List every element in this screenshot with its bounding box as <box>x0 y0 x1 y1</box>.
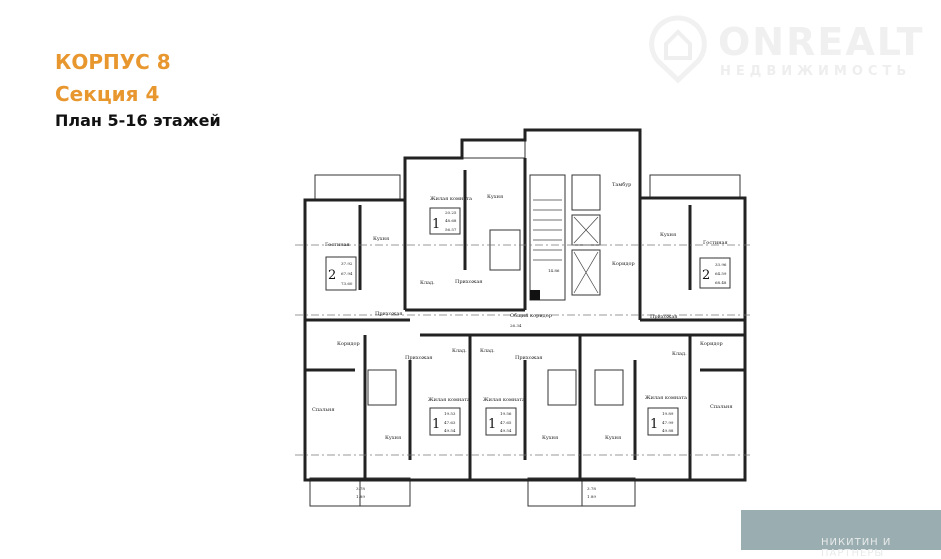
floor-plan-title: План 5-16 этажей <box>55 111 221 130</box>
house-pin-icon <box>649 15 707 84</box>
apartment-5[interactable]: Жилая комната Кухня Прихожая Клад. 1 19.… <box>480 348 558 441</box>
common-areas: Общий коридор 26.34 Тамбур Коридор 14.86… <box>312 181 733 499</box>
svg-text:Коридор: Коридор <box>337 341 360 347</box>
svg-text:19.89: 19.89 <box>662 411 674 416</box>
svg-text:Гостиная: Гостиная <box>325 242 350 248</box>
svg-text:2: 2 <box>702 268 710 283</box>
svg-text:Клад.: Клад. <box>480 348 495 354</box>
svg-text:Кухня: Кухня <box>660 232 676 238</box>
svg-text:Спальня: Спальня <box>710 404 733 410</box>
svg-text:1.89: 1.89 <box>356 494 365 499</box>
svg-text:56.57: 56.57 <box>445 227 457 232</box>
apartment-3[interactable]: Кухня Гостиная Прихожая 2 33.96 64.59 68… <box>650 232 731 320</box>
svg-text:Прихожая: Прихожая <box>515 355 542 361</box>
svg-text:49.54: 49.54 <box>444 428 456 433</box>
stair-icon <box>533 199 599 294</box>
svg-text:49.88: 49.88 <box>662 428 674 433</box>
svg-text:14.86: 14.86 <box>548 268 560 273</box>
svg-text:1: 1 <box>432 417 440 432</box>
watermark-text: ONREALT НЕДВИЖИМОСТЬ <box>648 14 928 84</box>
watermark-subtitle: НЕДВИЖИМОСТЬ <box>720 64 912 79</box>
svg-text:Кухня: Кухня <box>487 194 503 200</box>
svg-text:Клад.: Клад. <box>420 280 435 286</box>
elevator-icon <box>573 216 599 294</box>
svg-text:Жилая комната: Жилая комната <box>430 196 472 202</box>
svg-text:1: 1 <box>432 217 440 232</box>
svg-text:Коридор: Коридор <box>612 261 635 267</box>
svg-text:49.54: 49.54 <box>500 428 512 433</box>
svg-text:3.78: 3.78 <box>356 486 365 491</box>
svg-text:37.92: 37.92 <box>341 261 353 266</box>
svg-text:73.60: 73.60 <box>341 281 353 286</box>
svg-text:Кухня: Кухня <box>373 236 389 242</box>
svg-text:1: 1 <box>488 417 496 432</box>
svg-text:48.68: 48.68 <box>445 218 457 223</box>
svg-text:Кухня: Кухня <box>542 435 558 441</box>
svg-text:Жилая комната: Жилая комната <box>483 397 525 403</box>
svg-text:Спальня: Спальня <box>312 407 335 413</box>
svg-text:Коридор: Коридор <box>700 341 723 347</box>
svg-text:Общий коридор: Общий коридор <box>510 312 552 319</box>
svg-text:33.96: 33.96 <box>715 262 727 267</box>
svg-text:1: 1 <box>650 417 658 432</box>
svg-text:2: 2 <box>328 268 336 283</box>
apartment-2[interactable]: Жилая комната Кухня Прихожая Клад. 1 20.… <box>420 194 503 286</box>
apartment-1[interactable]: Гостиная Кухня Прихожая 2 37.92 67.94 73… <box>325 236 402 317</box>
svg-text:Жилая комната: Жилая комната <box>645 395 687 401</box>
svg-text:Кухня: Кухня <box>385 435 401 441</box>
svg-text:Тамбур: Тамбур <box>612 181 631 188</box>
svg-text:Прихожая: Прихожая <box>405 355 432 361</box>
svg-text:68.48: 68.48 <box>715 280 727 285</box>
svg-text:Прихожая: Прихожая <box>455 279 482 285</box>
apartment-6[interactable]: Жилая комната Кухня Клад. 1 19.89 47.99 … <box>605 351 687 441</box>
walls <box>303 128 747 482</box>
svg-text:Прихожая: Прихожая <box>375 311 402 317</box>
svg-text:19.56: 19.56 <box>500 411 512 416</box>
section-title: Секция 4 <box>55 82 160 106</box>
svg-text:47.63: 47.63 <box>444 420 456 425</box>
svg-text:20.25: 20.25 <box>445 210 457 215</box>
svg-text:64.59: 64.59 <box>715 271 727 276</box>
svg-text:47.99: 47.99 <box>662 420 674 425</box>
svg-text:47.65: 47.65 <box>500 420 512 425</box>
svg-text:Кухня: Кухня <box>605 435 621 441</box>
svg-text:Клад.: Клад. <box>452 348 467 354</box>
svg-text:Жилая комната: Жилая комната <box>428 397 470 403</box>
watermark-name: ONREALT <box>718 20 925 64</box>
svg-text:1.89: 1.89 <box>587 494 596 499</box>
svg-text:Гостиная: Гостиная <box>703 240 728 246</box>
svg-text:26.34: 26.34 <box>510 323 522 328</box>
building-title: КОРПУС 8 <box>55 50 171 74</box>
svg-text:Прихожая: Прихожая <box>650 314 677 320</box>
svg-text:3.78: 3.78 <box>587 486 596 491</box>
svg-text:67.94: 67.94 <box>341 271 353 276</box>
svg-text:Клад.: Клад. <box>672 351 687 357</box>
apartment-4[interactable]: Жилая комната Кухня Прихожая Клад. 1 19.… <box>385 348 470 441</box>
svg-text:19.53: 19.53 <box>444 411 456 416</box>
watermark-logo <box>648 14 928 84</box>
